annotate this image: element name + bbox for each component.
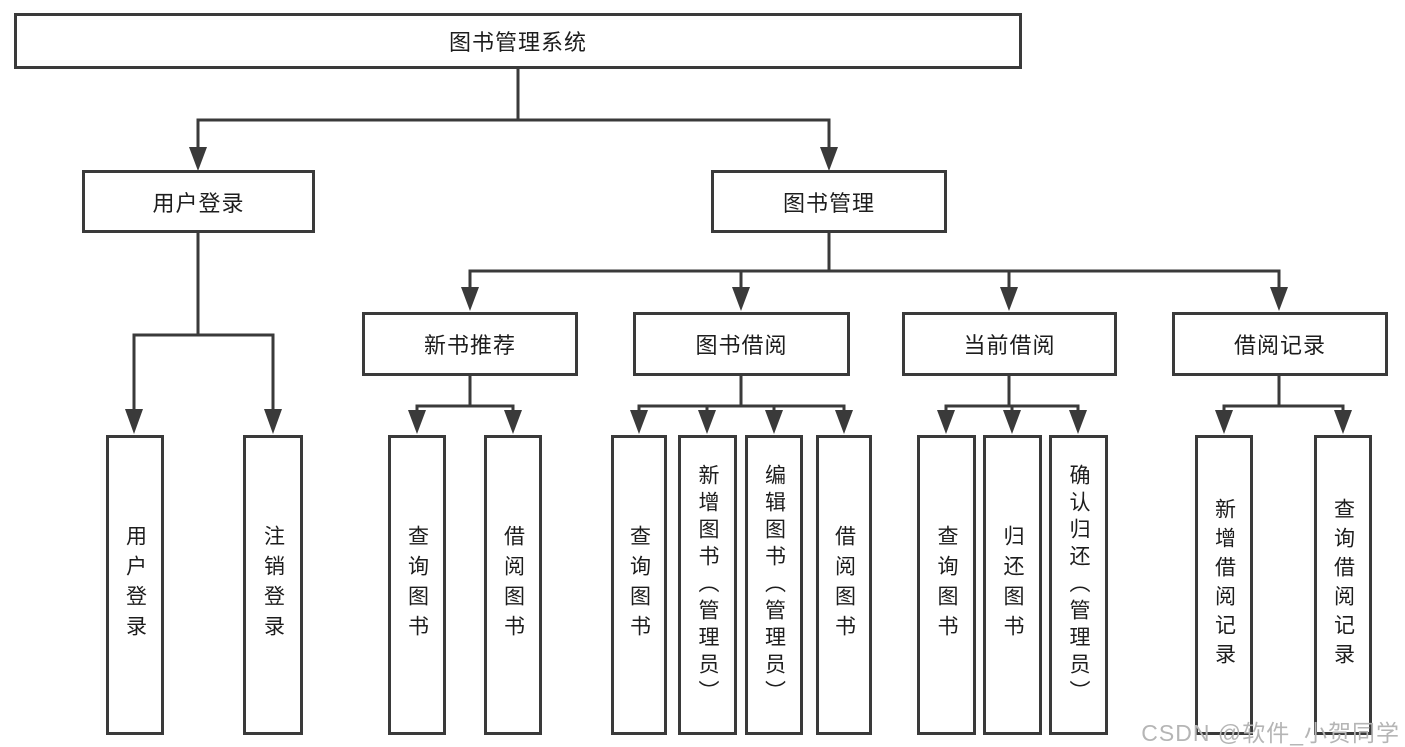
leaf-confirm-return-admin-label: 确认归还（管理员） [1067, 463, 1090, 707]
node-current-borrow: 当前借阅 [902, 312, 1117, 376]
node-borrow-records: 借阅记录 [1172, 312, 1388, 376]
node-book-management-label: 图书管理 [782, 190, 875, 216]
leaf-query-books-recommend-label: 查询图书 [405, 525, 429, 645]
node-new-book-recommend: 新书推荐 [362, 312, 578, 376]
node-root: 图书管理系统 [14, 13, 1022, 69]
leaf-query-borrow-record-label: 查询借阅记录 [1331, 498, 1355, 672]
leaf-add-borrow-record: 新增借阅记录 [1195, 435, 1253, 735]
node-user-login: 用户登录 [82, 170, 315, 233]
leaf-query-books-borrow-label: 查询图书 [627, 525, 651, 645]
leaf-borrow-books-label: 借阅图书 [832, 525, 856, 645]
leaf-user-login: 用户登录 [106, 435, 164, 735]
leaf-query-books-current: 查询图书 [917, 435, 976, 735]
node-current-borrow-label: 当前借阅 [963, 333, 1056, 358]
leaf-confirm-return-admin: 确认归还（管理员） [1049, 435, 1108, 735]
leaf-borrow-books: 借阅图书 [816, 435, 872, 735]
node-book-borrow-label: 图书借阅 [695, 333, 788, 358]
leaf-user-login-label: 用户登录 [123, 525, 147, 645]
leaf-return-books: 归还图书 [983, 435, 1042, 735]
node-borrow-records-label: 借阅记录 [1233, 333, 1326, 358]
leaf-add-books-admin-label: 新增图书（管理员） [696, 463, 719, 707]
leaf-logout-label: 注销登录 [261, 525, 285, 645]
leaf-logout: 注销登录 [243, 435, 303, 735]
leaf-query-books-borrow: 查询图书 [611, 435, 667, 735]
leaf-edit-books-admin: 编辑图书（管理员） [745, 435, 803, 735]
leaf-add-books-admin: 新增图书（管理员） [678, 435, 737, 735]
watermark: CSDN @软件_小贺同学 [1141, 720, 1400, 746]
leaf-borrow-books-recommend-label: 借阅图书 [501, 525, 525, 645]
leaf-return-books-label: 归还图书 [1001, 525, 1024, 645]
leaf-borrow-books-recommend: 借阅图书 [484, 435, 542, 735]
node-new-book-recommend-label: 新书推荐 [423, 333, 516, 358]
node-book-management: 图书管理 [711, 170, 947, 233]
node-book-borrow: 图书借阅 [633, 312, 850, 376]
leaf-edit-books-admin-label: 编辑图书（管理员） [762, 463, 786, 707]
node-user-login-label: 用户登录 [152, 190, 245, 216]
node-root-label: 图书管理系统 [448, 30, 587, 55]
leaf-query-books-recommend: 查询图书 [388, 435, 446, 735]
leaf-add-borrow-record-label: 新增借阅记录 [1212, 498, 1236, 672]
leaf-query-books-current-label: 查询图书 [935, 525, 958, 645]
leaf-query-borrow-record: 查询借阅记录 [1314, 435, 1372, 735]
